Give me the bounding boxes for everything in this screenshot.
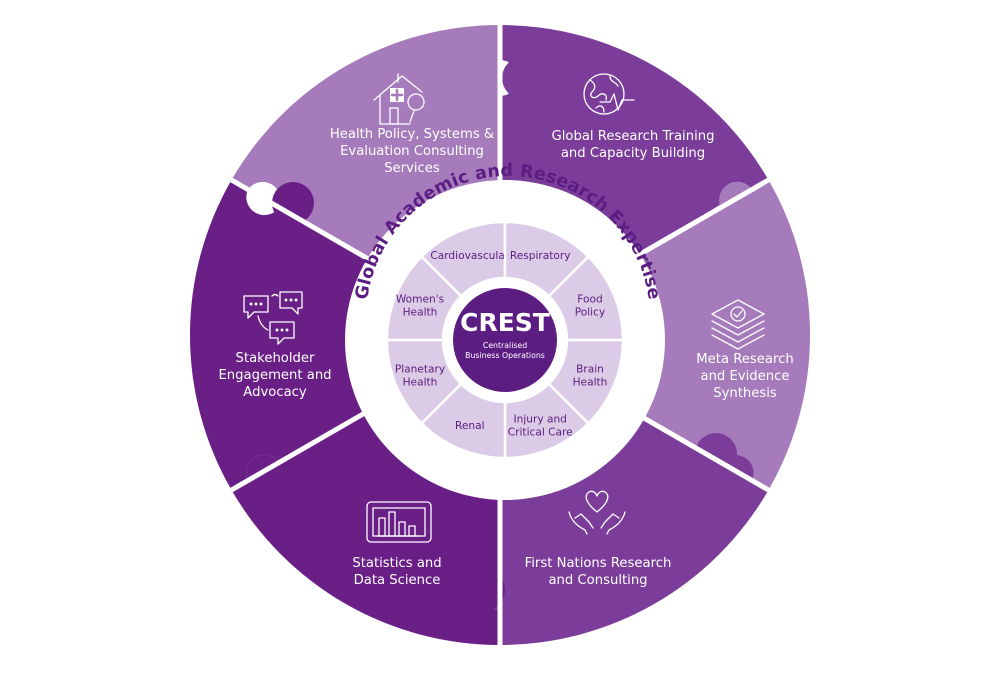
center-title: CREST: [460, 308, 550, 337]
inner-label-womens-health-line-2: Health: [403, 306, 438, 318]
outer-label-first-nations-line-2: and Consulting: [548, 573, 647, 588]
outer-label-health-policy-line-3: Services: [384, 161, 440, 176]
inner-label-respiratory-line-1: Respiratory: [510, 250, 571, 262]
outer-label-meta-research-line-3: Synthesis: [713, 386, 777, 401]
center-subtitle-line-2: Business Operations: [465, 351, 545, 360]
divider-lower-right: [628, 407, 770, 493]
tablet-bar-chart-icon: [366, 501, 432, 543]
house-magnifier-icon: [373, 73, 425, 125]
knob-top: [502, 57, 544, 99]
inner-label-planetary-line-1: Planetary: [395, 364, 445, 376]
outer-label-health-policy-line-2: Evaluation Consulting: [340, 144, 484, 159]
inner-label-injury-line-1: Injury and: [513, 413, 566, 425]
hands-heart-icon: [568, 490, 626, 535]
inner-label-cardiovascular-line-1: Cardiovascular: [430, 250, 509, 262]
outer-segment-labels: Health Policy, Systems & Evaluation Consu…: [218, 127, 793, 588]
knob-upper-right: [707, 203, 749, 245]
segment-dividers: [230, 25, 770, 645]
outer-label-global-research-training-line-1: Global Research Training: [552, 129, 715, 144]
outer-label-global-research-training-line-2: and Capacity Building: [561, 146, 705, 161]
divider-upper-right: [628, 177, 770, 263]
outer-label-stakeholder-line-2: Engagement and: [218, 368, 331, 383]
inner-segment-womens-health: [385, 254, 463, 342]
divider-upper-left: [230, 177, 372, 263]
outer-label-meta-research-line-1: Meta Research: [696, 352, 793, 367]
segment-stakeholder: [189, 180, 500, 490]
knob-lower-left: [275, 422, 317, 464]
outer-label-statistics-line-2: Data Science: [354, 573, 441, 588]
outer-label-first-nations-line-1: First Nations Research: [525, 556, 672, 571]
knob-bottom: [463, 569, 505, 611]
inner-label-brain-health-line-2: Health: [573, 377, 608, 389]
stacked-layers-check-icon: [711, 299, 765, 350]
outer-label-health-policy-line-1: Health Policy, Systems &: [330, 127, 494, 142]
outer-label-stakeholder-line-3: Advocacy: [243, 385, 307, 400]
speech-bubbles-icon: [243, 291, 303, 345]
inner-label-womens-health-line-1: Women's: [396, 293, 444, 305]
outer-label-statistics-line-1: Statistics and: [352, 556, 441, 571]
globe-pulse-icon: [583, 73, 635, 115]
inner-label-food-policy-line-2: Policy: [575, 306, 605, 318]
center-circle: [453, 288, 557, 392]
inner-label-renal-line-1: Renal: [455, 420, 485, 432]
inner-label-planetary-line-2: Health: [403, 377, 438, 389]
center-subtitle-line-1: Centralised: [483, 341, 527, 350]
inner-label-food-policy-line-1: Food: [577, 293, 602, 305]
inner-label-brain-health-line-1: Brain: [576, 364, 604, 376]
outer-label-meta-research-line-2: and Evidence: [700, 369, 789, 384]
divider-lower-left: [230, 407, 372, 493]
knob-upper-left: [272, 182, 314, 224]
outer-label-stakeholder-line-1: Stakeholder: [236, 351, 315, 366]
inner-label-injury-line-2: Critical Care: [508, 426, 573, 438]
